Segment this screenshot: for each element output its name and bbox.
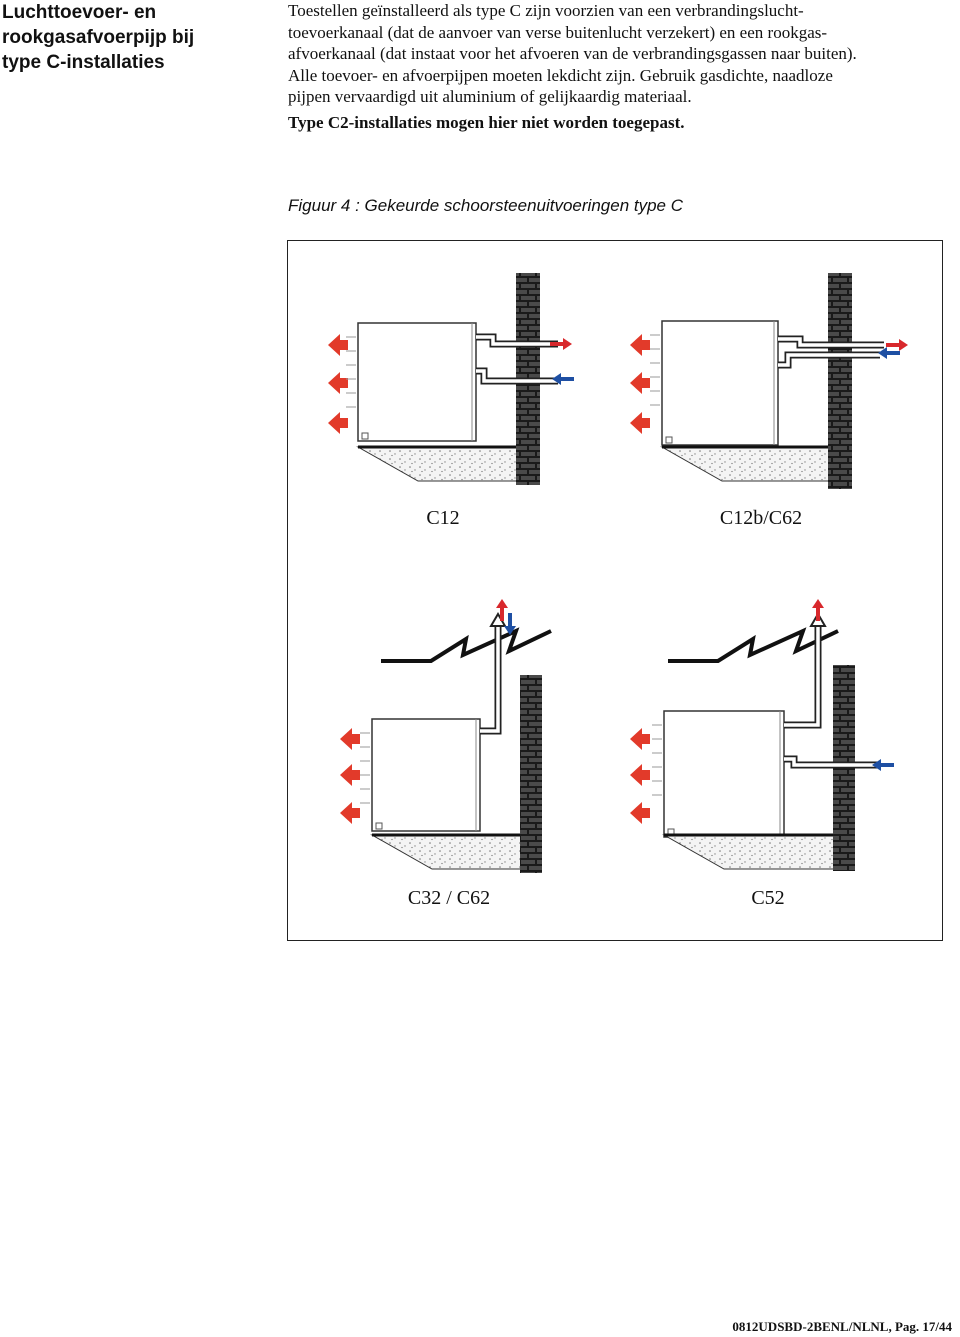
heat-arrow-icon (328, 372, 348, 394)
supply-arrow-icon-head (552, 373, 561, 385)
body-line: toevoerkanaal (dat de aanvoer van verse … (288, 22, 828, 42)
exhaust-pipe-inner (476, 335, 558, 346)
heat-arrow-icon (630, 764, 650, 786)
control-box (665, 436, 673, 444)
control-box (361, 432, 369, 440)
heat-arrow-icon (630, 372, 650, 394)
heat-arrow-icon (340, 764, 360, 786)
exhaust-pipe-inner (784, 626, 820, 727)
body-line: pijpen vervaardigd uit aluminium of geli… (288, 87, 692, 106)
heat-arrow-icon (340, 728, 360, 750)
brick-wall (520, 675, 542, 873)
boiler-unit (357, 322, 477, 442)
exhaust-arrow-icon-head (496, 599, 508, 608)
section-title-line: Luchttoevoer- en (2, 2, 157, 23)
exhaust-arrow-icon-head (899, 339, 908, 351)
heat-arrow-icon (340, 802, 360, 824)
panel-label-c52: C52 (751, 887, 785, 909)
page-footer: 0812UDSBD-2BENL/NLNL, Pag. 17/44 (732, 1319, 952, 1334)
floor-slab (660, 446, 849, 482)
heat-arrow-icon (630, 412, 650, 434)
figure-frame: C12 C12b/C62 C32 / C62 C52 (287, 240, 943, 941)
boiler-unit (371, 718, 481, 832)
floor-slab (662, 834, 855, 870)
supply-pipe-inner (778, 353, 880, 367)
heat-arrow-icon (630, 802, 650, 824)
supply-pipe-inner (784, 757, 878, 767)
heat-arrow-icon (328, 334, 348, 356)
roof-line (668, 627, 839, 663)
section-title-line: type C-installaties (2, 52, 165, 73)
heat-arrow-icon (630, 728, 650, 750)
floor-slab (356, 446, 529, 482)
flue-diagram (328, 273, 908, 873)
body-line: Alle toevoer- en afvoerpijpen moeten lek… (288, 65, 833, 85)
panel-c52 (630, 599, 894, 871)
exhaust-arrow-icon-head (563, 338, 572, 350)
floor-slab (370, 834, 539, 870)
control-box (375, 822, 383, 830)
warning-line: Type C2-installaties mogen hier niet wor… (288, 112, 685, 132)
panel-c12 (328, 273, 574, 485)
supply-pipe-inner (476, 369, 558, 383)
panel-label-c12b-c62: C12b/C62 (719, 507, 803, 529)
roof-line (381, 627, 552, 663)
figure-caption: Figuur 4 : Gekeurde schoorsteenuitvoerin… (288, 196, 684, 215)
supply-arrow-icon-head (504, 626, 516, 635)
supply-arrow-icon-head (872, 759, 881, 771)
brick-wall (828, 273, 852, 489)
heat-arrow-icon (630, 334, 650, 356)
boiler-unit (663, 710, 785, 838)
panel-label-c32-c62: C32 / C62 (407, 887, 491, 909)
heat-arrow-icon (328, 412, 348, 434)
section-title-line: rookgasafvoerpijp bij (2, 27, 195, 48)
panel-label-c12: C12 (426, 507, 460, 529)
body-paragraph: Toestellen geïnstalleerd als type C zijn… (288, 0, 954, 133)
section-title: Luchttoevoer- en rookgasafvoerpijp bij t… (2, 0, 272, 75)
exhaust-pipe-inner (778, 337, 884, 347)
panel-c32-c62 (340, 599, 552, 873)
panel-c12b-c62 (630, 273, 908, 489)
body-line: Toestellen geïnstalleerd als type C zijn… (288, 1, 804, 20)
supply-arrow-icon-head (878, 347, 887, 359)
exhaust-arrow-icon-head (812, 599, 824, 608)
boiler-unit (661, 320, 779, 446)
body-line: afvoerkanaal (dat instaat voor het afvoe… (288, 44, 857, 63)
exhaust-pipe-inner (480, 626, 500, 733)
